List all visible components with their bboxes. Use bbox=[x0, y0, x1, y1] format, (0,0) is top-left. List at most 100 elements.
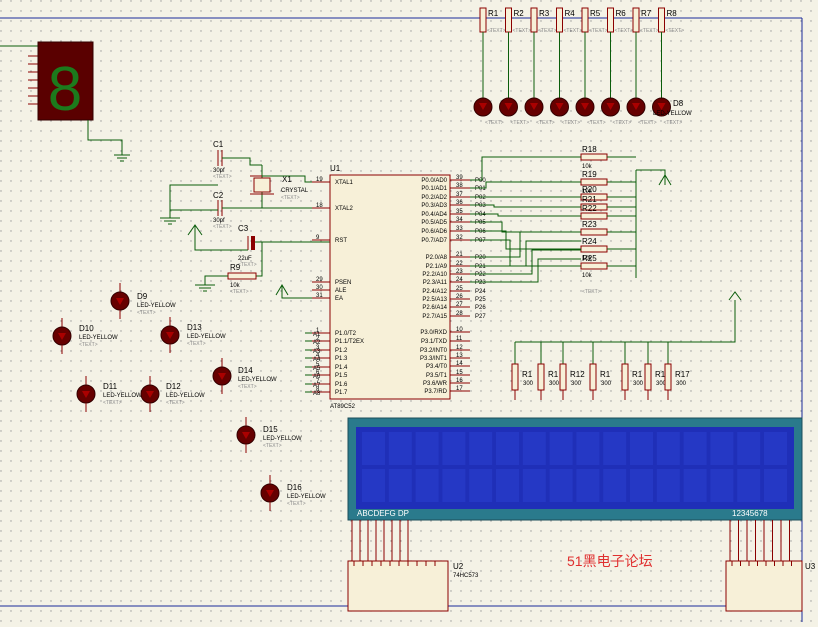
p2-wire bbox=[470, 249, 581, 275]
bottom-resistor-value: 300 bbox=[656, 381, 667, 387]
u1-left-pin-num: 18 bbox=[316, 203, 323, 209]
seven-segment-display[interactable]: 8 bbox=[0, 41, 130, 162]
u1-right-pin-num: 14 bbox=[456, 361, 463, 367]
oscillator-circuit[interactable]: C1 30pf <TEXT> C2 30pf <TEXT> X1 CRYSTAL… bbox=[160, 140, 330, 230]
right-resistor-body[interactable] bbox=[580, 153, 608, 161]
u1-right-pin-num: 34 bbox=[456, 217, 463, 223]
top-resistor-body[interactable] bbox=[556, 7, 563, 33]
right-resistor-ref: R21 bbox=[582, 195, 597, 204]
u1-right-pin-num: 37 bbox=[456, 192, 463, 198]
led-cluster[interactable]: D9LED-YELLOW<TEXT>D10LED-YELLOW<TEXT>D13… bbox=[52, 283, 326, 511]
c3-value: 22uF bbox=[238, 256, 252, 262]
reset-circuit[interactable]: C3 22uF <TEXT> R9 10k <TEXT> bbox=[187, 224, 330, 299]
u1-right-pin-num: 13 bbox=[456, 353, 463, 359]
top-resistor-body[interactable] bbox=[658, 7, 665, 33]
cluster-led-text: <TEXT> bbox=[263, 443, 282, 449]
top-resistor-ref: R4 bbox=[565, 9, 576, 18]
bottom-resistor-value: 300 bbox=[571, 381, 582, 387]
lcd-cell bbox=[469, 469, 493, 502]
u1-right-pin-num: 28 bbox=[456, 311, 463, 317]
u1-right-pin-name: P2.5/A13 bbox=[422, 297, 447, 303]
top-led-text: <TEXT> bbox=[587, 120, 606, 126]
top-resistor-body[interactable] bbox=[505, 7, 512, 33]
top-led-text: <TEXT> bbox=[485, 120, 504, 126]
u1-right-pin-name: P0.2/AD2 bbox=[421, 195, 447, 201]
lcd-cell bbox=[630, 432, 653, 465]
top-resistor-text: <TEXT> bbox=[589, 28, 608, 34]
u1-right-pin-num: 33 bbox=[456, 226, 463, 232]
u1-right-pin-name: P0.4/AD4 bbox=[421, 212, 447, 218]
cluster-led-text: <TEXT> bbox=[79, 342, 98, 348]
right-resistor-body[interactable] bbox=[580, 245, 608, 253]
top-resistor-body[interactable] bbox=[530, 7, 538, 33]
top-resistor-text: <TEXT> bbox=[666, 28, 685, 34]
lcd-cell bbox=[496, 469, 519, 502]
u1-left-net-label: A6 bbox=[313, 374, 321, 380]
u1-left-pin-name: ALE bbox=[335, 288, 346, 294]
lcd-cell bbox=[710, 469, 734, 502]
bottom-resistor-ref: R12 bbox=[570, 370, 585, 379]
lcd-cell bbox=[522, 469, 546, 502]
port0-resistor-network[interactable]: R1810kR1910kR2010kR21R22R23R2410kR2510k<… bbox=[470, 145, 636, 295]
cluster-led-ref: D10 bbox=[79, 324, 94, 333]
right-resistor-ref: R18 bbox=[582, 145, 597, 154]
lcd-cell bbox=[362, 469, 385, 502]
cluster-led-ref: D13 bbox=[187, 323, 202, 332]
right-resistor-value: 10k bbox=[582, 189, 593, 195]
bottom-resistor-body[interactable] bbox=[644, 363, 652, 391]
u1-left-pin-name: P1.5 bbox=[335, 373, 348, 379]
top-resistor-body[interactable] bbox=[581, 7, 589, 33]
bottom-resistor-body[interactable] bbox=[621, 363, 629, 391]
right-resistor-body[interactable] bbox=[580, 212, 608, 220]
bottom-resistor-body[interactable] bbox=[511, 363, 519, 391]
u1-right-pin-num: 22 bbox=[456, 261, 463, 267]
u1-left-pin-name: P1.1/T2EX bbox=[335, 339, 364, 345]
top-resistor-body[interactable] bbox=[607, 7, 614, 33]
top-led-symbol bbox=[479, 103, 487, 110]
chip-u3[interactable]: U3 bbox=[725, 560, 816, 612]
c1-value: 30pf bbox=[213, 168, 225, 174]
cluster-led-text: <TEXT> bbox=[187, 341, 206, 347]
u1-left-pin-num: 9 bbox=[316, 235, 320, 241]
lcd-character-cells bbox=[362, 432, 787, 502]
lcd-display[interactable]: ABCDEFG DP 12345678 bbox=[347, 417, 803, 561]
u1-right-pin-num: 17 bbox=[456, 386, 463, 392]
cluster-led-ref: D12 bbox=[166, 382, 181, 391]
right-resistor-ref: R20 bbox=[582, 185, 597, 194]
top-led-text: <TEXT> bbox=[638, 120, 657, 126]
bottom-resistor-body[interactable] bbox=[589, 363, 597, 391]
bottom-resistor-body[interactable] bbox=[664, 363, 672, 391]
u1-left-pin-name: P1.3 bbox=[335, 356, 348, 362]
bottom-resistor-body[interactable] bbox=[537, 363, 545, 391]
c1-ref: C1 bbox=[213, 140, 224, 149]
lcd-cell bbox=[764, 432, 787, 465]
top-resistor-body[interactable] bbox=[632, 7, 640, 33]
bottom-resistor-value: 300 bbox=[601, 381, 612, 387]
top-resistor-ref: R2 bbox=[514, 9, 525, 18]
forum-watermark: 51黑电子论坛 bbox=[567, 553, 653, 569]
right-resistor-value: 10k bbox=[582, 256, 593, 262]
u1-right-pin-name: P3.5/T1 bbox=[426, 373, 448, 379]
top-resistor-body[interactable] bbox=[479, 7, 487, 33]
top-resistor-text: <TEXT> bbox=[513, 28, 532, 34]
top-resistor-text: <TEXT> bbox=[640, 28, 659, 34]
bottom-resistor-value: 300 bbox=[549, 381, 560, 387]
u1-right-net-label: P00 bbox=[475, 178, 486, 184]
top-led-array[interactable]: R1<TEXT><TEXT>R2<TEXT><TEXT>R3<TEXT><TEX… bbox=[473, 7, 692, 126]
bottom-resistor-ref: R1 bbox=[600, 370, 611, 379]
bottom-resistor-body[interactable] bbox=[559, 363, 567, 391]
lcd-cell bbox=[388, 432, 412, 465]
right-resistor-body[interactable] bbox=[580, 228, 608, 236]
cluster-led-ref: D14 bbox=[238, 366, 253, 375]
u1-body[interactable] bbox=[329, 174, 451, 400]
lcd-pins bbox=[351, 520, 790, 561]
cluster-led-symbol bbox=[58, 333, 66, 340]
top-led-symbol bbox=[657, 103, 666, 110]
u1-left-pin-name: EA bbox=[335, 296, 343, 302]
right-resistor-body[interactable] bbox=[580, 262, 608, 270]
chip-u2[interactable]: U2 74HC573 bbox=[347, 560, 479, 612]
